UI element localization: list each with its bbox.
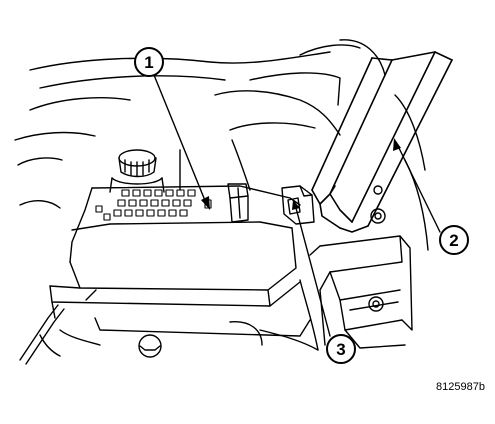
connector [281,185,315,225]
callout-2-label: 2 [449,231,458,250]
leader-lines [153,74,441,337]
mounting-bracket [39,317,311,358]
callout-3-label: 3 [336,340,345,359]
callout-2: 2 [439,225,469,255]
fuse-grid [95,189,212,221]
body-rail [259,185,413,351]
cable [19,304,65,365]
reservoir-cap [109,149,165,193]
power-distribution-center [39,183,315,358]
relays [227,183,249,223]
callout-1-label: 1 [144,53,153,72]
tool [311,51,453,233]
leader-arrowheads [201,138,401,210]
callout-3: 3 [326,334,356,364]
callout-1: 1 [134,47,164,77]
figure-reference-code: 8125987b [436,381,485,393]
